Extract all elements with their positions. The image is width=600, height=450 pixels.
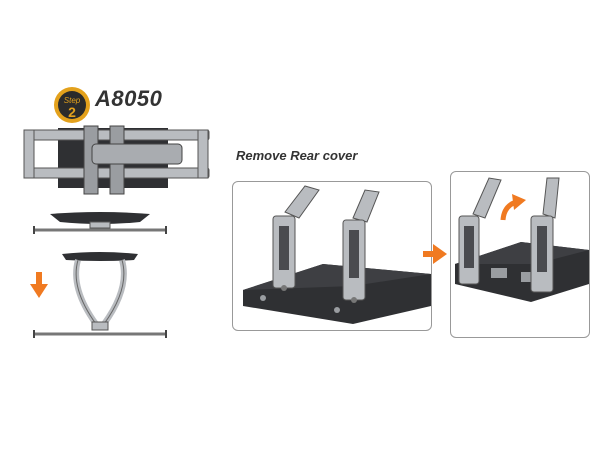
instruction-caption: Remove Rear cover <box>236 148 358 163</box>
rear-cover-attached-illustration <box>243 185 431 324</box>
mount-extended-view <box>33 252 167 338</box>
arrow-down-icon <box>30 272 48 298</box>
mount-top-view <box>33 212 167 234</box>
step-badge: Step 2 <box>54 87 90 123</box>
arrow-right-icon <box>423 244 447 264</box>
rear-cover-removed-illustration <box>455 177 589 302</box>
model-title: A8050 <box>95 86 163 111</box>
mount-front-view <box>23 125 210 195</box>
step-label: Step <box>64 96 81 105</box>
detail-panel-before <box>232 181 432 331</box>
arrow-up-curved-icon <box>500 194 526 221</box>
step-number: 2 <box>68 104 76 120</box>
